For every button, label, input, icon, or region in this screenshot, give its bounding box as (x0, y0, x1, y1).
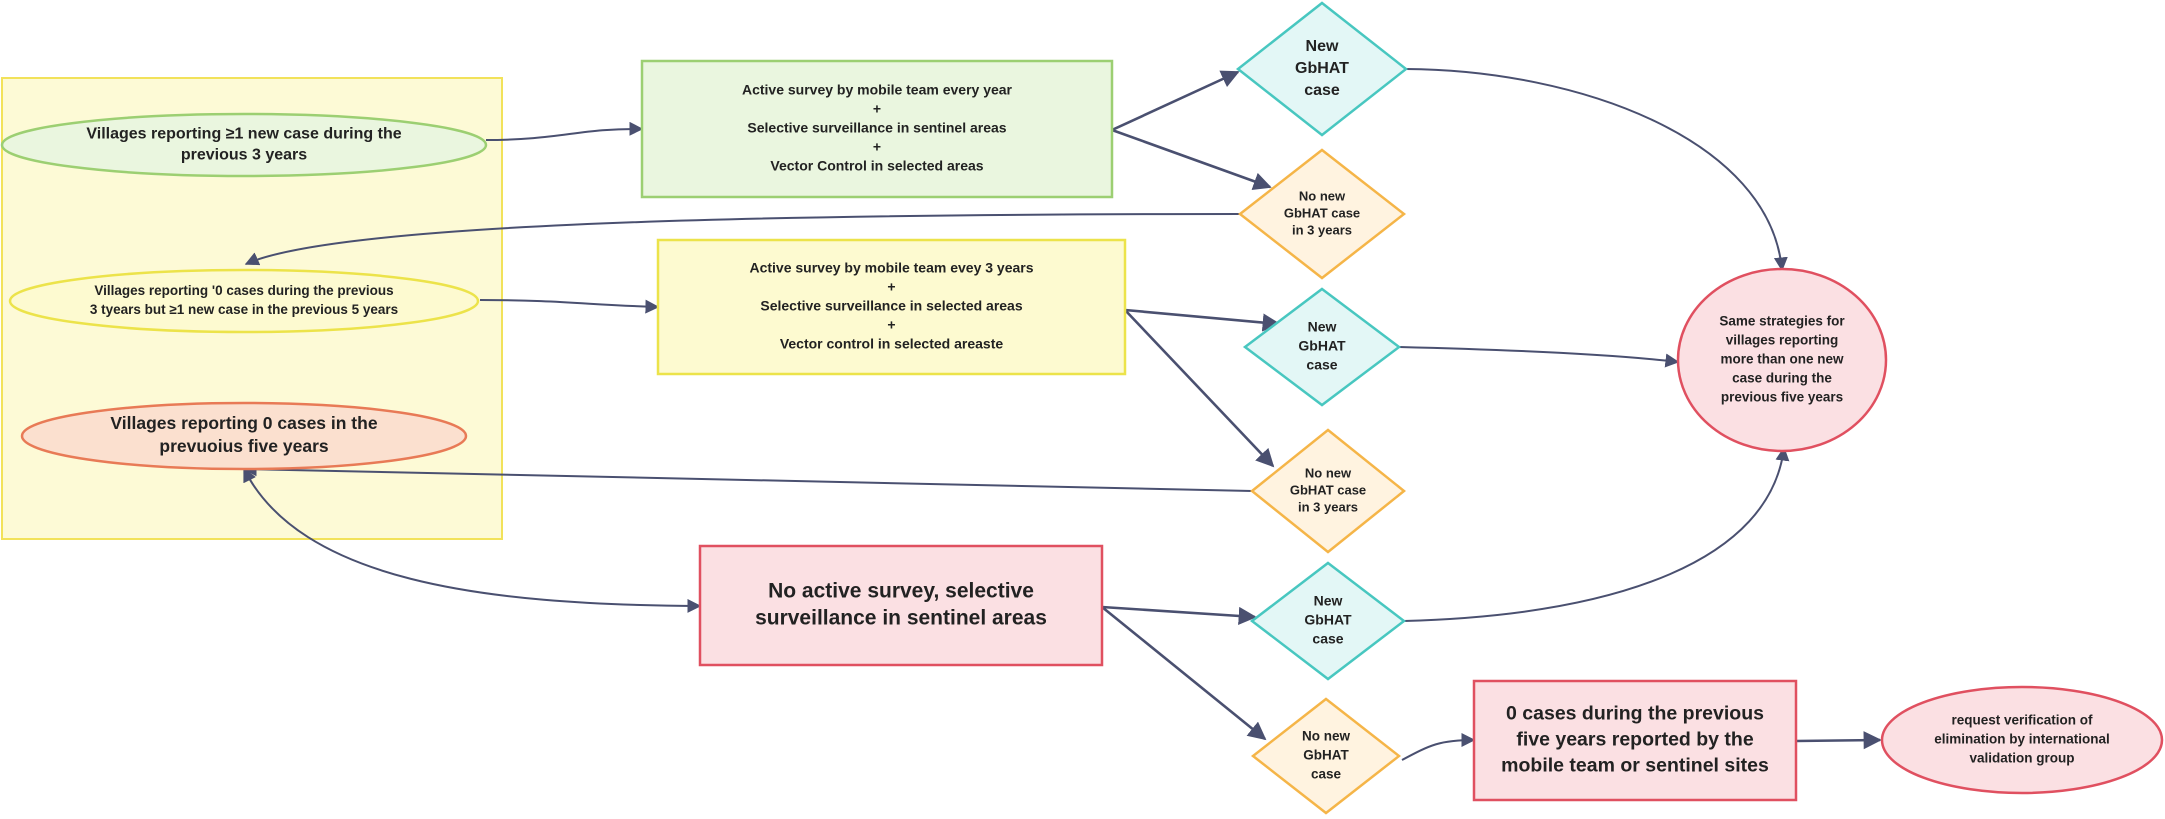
edge-none-to-nonew3 (1101, 605, 1267, 741)
decision-new-case-1-label: New (1306, 38, 1339, 55)
decision-new-case-2-label: GbHAT (1298, 338, 1346, 354)
circle-same-strategies-label: more than one new (1720, 352, 1844, 367)
ellipse-villages-0-3y-label: Villages reporting '0 cases during the p… (94, 283, 393, 298)
box-strategy-yearly-label: Active survey by mobile team every year (742, 82, 1013, 98)
edge-new1-to-same (1405, 68, 1788, 272)
box-strategy-yearly: Active survey by mobile team every year +… (640, 59, 1114, 199)
decision-new-case-2-label: New (1308, 319, 1337, 335)
decision-no-new-case-3-label: case (1311, 767, 1342, 782)
decision-new-case-1-shape (1235, 1, 1409, 137)
ellipse-villages-0-3y: Villages reporting '0 cases during the p… (8, 268, 480, 334)
ellipse-villages-0-5y-shape (20, 401, 468, 471)
decision-no-new-case-3-label: No new (1302, 729, 1351, 744)
decision-no-new-case-1-label: GbHAT case (1284, 205, 1360, 220)
edge-nonew1-to-village0-3y (244, 213, 1241, 266)
edge-yearly-to-new1 (1111, 70, 1240, 132)
decision-new-case-3-label: case (1312, 631, 1343, 647)
edge-village0-5y-to-none (243, 467, 702, 613)
box-strategy-yearly-label: + (873, 101, 881, 117)
decision-new-case-3-shape (1249, 561, 1407, 681)
decision-new-case-3-label: New (1314, 593, 1343, 609)
box-zero-cases-label: 0 cases during the previous (1506, 703, 1764, 725)
decision-no-new-case-2-label: GbHAT case (1290, 482, 1366, 497)
ellipse-villages-1plus-label: Villages reporting ≥1 new case during th… (86, 126, 401, 143)
box-strategy-yearly-shape (640, 59, 1114, 199)
ellipse-villages-1plus: Villages reporting ≥1 new case during th… (0, 112, 488, 178)
circle-same-strategies-label: Same strategies for (1719, 314, 1845, 329)
box-strategy-3y-label: Active survey by mobile team evey 3 year… (749, 260, 1033, 276)
decision-new-case-3-label: GbHAT (1304, 612, 1352, 628)
decision-new-case-1-label: case (1304, 82, 1340, 99)
edge-nonew3-to-zero (1401, 733, 1476, 761)
box-strategy-none: No active survey, selective surveillance … (698, 544, 1104, 667)
edge-yearly-to-nonew1 (1111, 128, 1272, 191)
box-strategy-yearly-label: + (873, 139, 881, 155)
edge-new3-to-same (1403, 446, 1790, 622)
circle-same-strategies-label: previous five years (1721, 390, 1843, 405)
edges (242, 68, 1882, 761)
decision-no-new-case-1-label: No new (1299, 188, 1346, 203)
circle-same-strategies-shape (1676, 267, 1888, 453)
decision-no-new-case-1-label: in 3 years (1292, 222, 1352, 237)
edge-village0-3y-to-3y (479, 299, 660, 314)
edge-3y-to-new2 (1124, 308, 1281, 332)
ellipse-villages-0-5y-label: Villages reporting 0 cases in the (110, 413, 377, 433)
circle-same-strategies-label: case during the (1732, 371, 1832, 386)
ellipse-villages-1plus-label: previous 3 years (181, 147, 307, 164)
ellipse-request-verification-label: validation group (1969, 751, 2074, 766)
ellipse-villages-0-5y: Villages reporting 0 cases in the prevuoi… (20, 401, 468, 471)
box-zero-cases-label: mobile team or sentinel sites (1501, 755, 1769, 777)
edge-new2-to-same (1398, 346, 1680, 368)
decision-new-case-2-label: case (1306, 357, 1337, 373)
box-strategy-3y-label: + (887, 279, 895, 295)
box-strategy-3y: Active survey by mobile team evey 3 year… (656, 238, 1127, 376)
ellipse-request-verification-label: request verification of (1951, 713, 2093, 728)
decision-no-new-case-2-label: No new (1305, 465, 1352, 480)
ellipse-villages-0-3y-shape (8, 268, 480, 334)
box-zero-cases: 0 cases during the previous five years re… (1472, 679, 1798, 802)
box-strategy-yearly-label: Selective surveillance in sentinel areas (747, 120, 1006, 136)
box-zero-cases-shape (1472, 679, 1798, 802)
ellipse-villages-1plus-shape (0, 112, 488, 178)
decision-no-new-case-2-label: in 3 years (1298, 499, 1358, 514)
edge-3y-to-nonew2 (1124, 309, 1275, 468)
decision-no-new-case-2-shape (1250, 428, 1406, 554)
circle-same-strategies-label: villages reporting (1726, 333, 1839, 348)
edge-zero-to-request (1795, 731, 1882, 750)
ellipse-request-verification: request verification of elimination by in… (1880, 685, 2164, 795)
decision-no-new-case-3-shape (1250, 697, 1402, 815)
box-strategy-3y-label: + (887, 317, 895, 333)
ellipse-villages-0-3y-label: 3 tyears but ≥1 new case in the previous… (90, 302, 398, 317)
decision-no-new-case-3-label: GbHAT (1303, 748, 1349, 763)
edge-none-to-new3 (1101, 605, 1257, 626)
box-strategy-3y-label: Vector control in selected areaste (780, 336, 1004, 352)
ellipse-villages-0-5y-label: prevuoius five years (159, 436, 329, 456)
circle-same-strategies: Same strategies for villages reporting mor… (1676, 267, 1888, 453)
box-strategy-none-shape (698, 544, 1104, 667)
box-strategy-none-label: surveillance in sentinel areas (755, 607, 1047, 630)
decision-no-new-case-1-shape (1237, 148, 1407, 280)
box-strategy-3y-label: Selective surveillance in selected areas (760, 298, 1022, 314)
decision-new-case-1-label: GbHAT (1295, 60, 1349, 77)
box-strategy-yearly-label: Vector Control in selected areas (770, 158, 983, 174)
ellipse-request-verification-label: elimination by international (1934, 732, 2110, 747)
ellipse-request-verification-shape (1880, 685, 2164, 795)
edge-village1-to-yearly (485, 121, 644, 141)
box-strategy-3y-shape (656, 238, 1127, 376)
box-strategy-none-label: No active survey, selective (768, 580, 1034, 603)
decision-new-case-2-shape (1242, 287, 1402, 407)
box-zero-cases-label: five years reported by the (1516, 729, 1753, 751)
